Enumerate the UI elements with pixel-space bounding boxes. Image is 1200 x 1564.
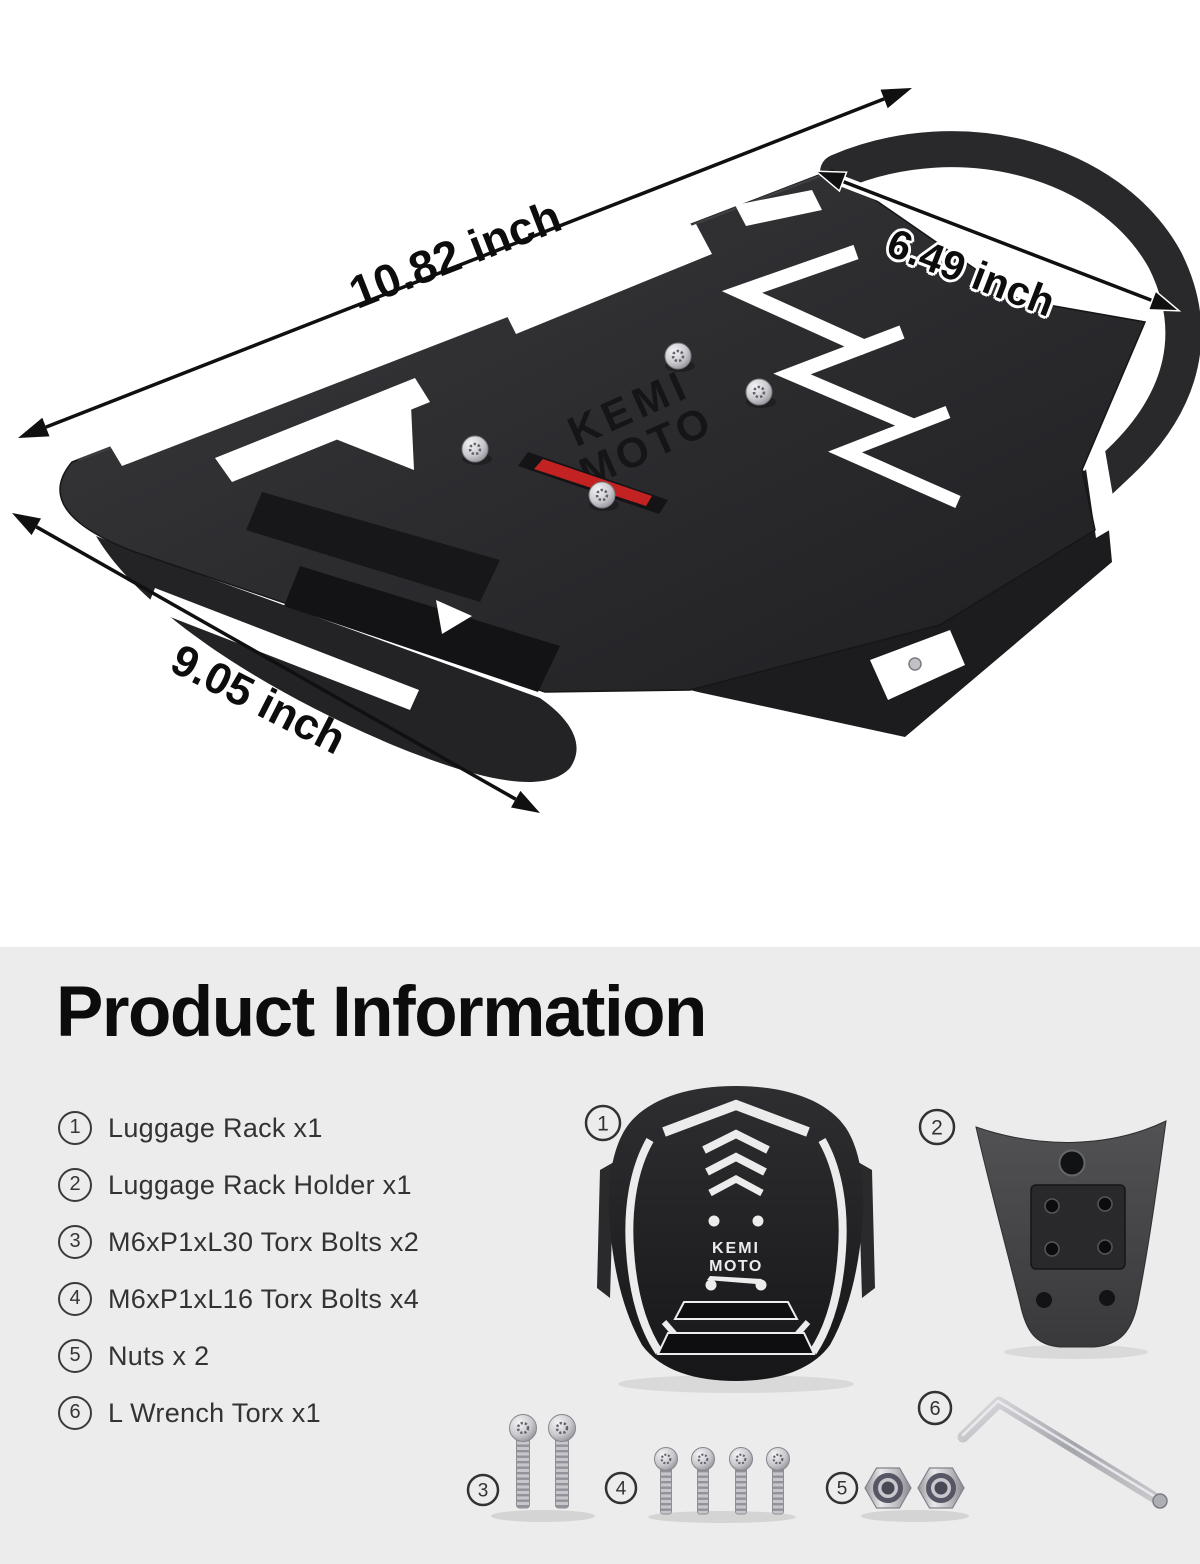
callout-4: 4: [604, 1471, 638, 1505]
list-num-1: 1: [58, 1111, 92, 1145]
part-short-bolts: [648, 1446, 796, 1523]
list-item-1: 1 Luggage Rack x1: [58, 1111, 419, 1145]
callout-3: 3: [466, 1473, 500, 1507]
rack-side-fold: [690, 450, 1118, 737]
svg-text:1: 1: [597, 1113, 609, 1136]
callout-6: 6: [917, 1390, 953, 1426]
part-long-bolts: [491, 1413, 595, 1522]
dimension-arrow-depth: [12, 513, 540, 813]
svg-text:3: 3: [478, 1481, 489, 1502]
list-label-4: M6xP1xL16 Torx Bolts x4: [108, 1283, 420, 1314]
part-nuts: [861, 1468, 969, 1522]
rack-under-plate: [96, 536, 577, 782]
dimension-arrow-width: [813, 170, 1182, 312]
callout-2: 2: [918, 1108, 956, 1146]
list-num-6: 6: [58, 1396, 92, 1430]
section-title: Product Information: [56, 973, 707, 1052]
callout-5: 5: [825, 1471, 859, 1505]
callout-1: 1: [584, 1104, 622, 1142]
list-item-2: 2 Luggage Rack Holder x1: [58, 1168, 419, 1202]
part-rack-holder: [975, 1120, 1167, 1359]
list-item-3: 3 M6xP1xL30 Torx Bolts x2: [58, 1225, 419, 1259]
list-num-5: 5: [58, 1339, 92, 1373]
logo-swoosh-red: [534, 459, 652, 506]
rack-cutouts: [110, 190, 961, 692]
svg-text:5: 5: [837, 1479, 848, 1500]
rack-rail-loop: [820, 131, 1200, 513]
list-label-6: L Wrench Torx x1: [108, 1397, 321, 1428]
part-luggage-rack-top: KEMI MOTO: [597, 1086, 875, 1393]
list-label-3: M6xP1xL30 Torx Bolts x2: [108, 1226, 420, 1257]
hero-photo-section: KEMI MOTO: [12, 88, 1200, 813]
list-num-4: 4: [58, 1282, 92, 1316]
product-info-section: Product Information 1 Luggage Rack x1 2 …: [0, 947, 1200, 1564]
dimension-arrow-length: [18, 88, 912, 438]
parts-list: 1 Luggage Rack x1 2 Luggage Rack Holder …: [58, 1111, 419, 1453]
list-item-4: 4 M6xP1xL16 Torx Bolts x4: [58, 1282, 419, 1316]
parts-diagram: KEMI MOTO: [466, 1086, 1168, 1523]
svg-text:4: 4: [616, 1479, 627, 1500]
list-num-2: 2: [58, 1168, 92, 1202]
svg-text:6: 6: [929, 1398, 940, 1420]
list-item-6: 6 L Wrench Torx x1: [58, 1396, 419, 1430]
list-num-3: 3: [58, 1225, 92, 1259]
part1-brand-moto: MOTO: [709, 1258, 763, 1275]
part-torx-wrench: [957, 1396, 1168, 1509]
part1-brand-kemi: KEMI: [712, 1240, 760, 1257]
list-item-5: 5 Nuts x 2: [58, 1339, 419, 1373]
list-label-2: Luggage Rack Holder x1: [108, 1169, 412, 1200]
svg-text:2: 2: [931, 1117, 943, 1140]
list-label-5: Nuts x 2: [108, 1340, 210, 1371]
list-label-1: Luggage Rack x1: [108, 1112, 323, 1143]
luggage-rack-photo: KEMI MOTO: [12, 88, 1200, 813]
